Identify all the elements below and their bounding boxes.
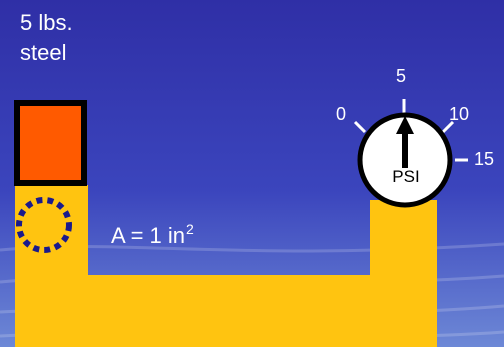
gauge-tick-label-0: 0 [336,104,347,124]
piston-area-circle [16,197,72,253]
gauge-unit-label: PSI [392,167,420,186]
steel-weight-block [14,100,87,186]
gauge-needle [396,116,414,168]
area-label: A = 1 in2 [111,222,194,247]
area-label-text: A = 1 in [111,223,186,248]
gauge-tick-0 [353,120,367,134]
hydraulic-fluid [15,185,437,347]
gauge-tick-label-15: 15 [474,149,495,169]
gauge-tick-label-5: 5 [396,66,407,86]
weight-material-label: steel [20,40,67,65]
gauge-ticks [353,99,468,162]
area-label-exponent: 2 [186,221,194,237]
gauge-tick-label-10: 10 [449,104,470,124]
weight-label: 5 lbs. [20,10,73,35]
gauge-tick-10 [441,120,455,134]
